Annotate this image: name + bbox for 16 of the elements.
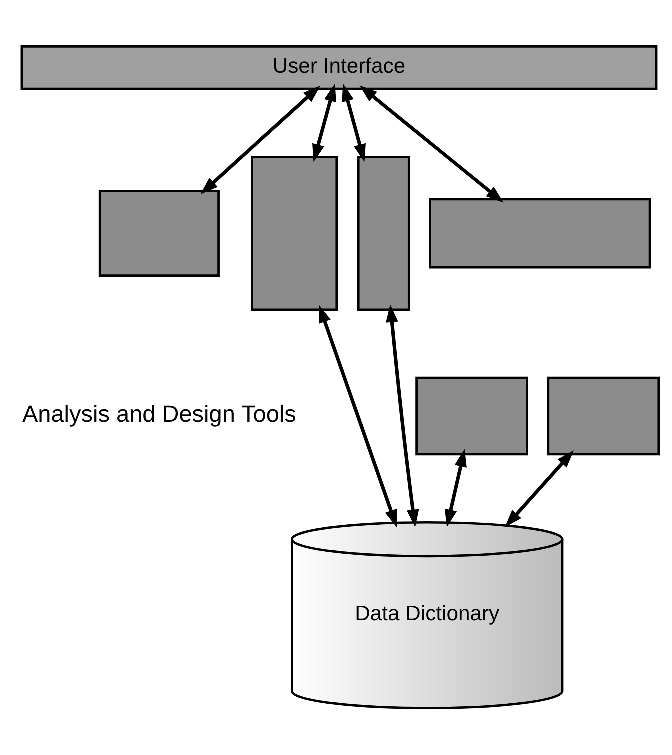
arrow	[386, 304, 420, 528]
arrow	[444, 449, 467, 528]
label: Analysis and Design Tools	[22, 401, 296, 428]
arrow	[312, 84, 336, 162]
node-box	[98, 190, 220, 278]
arrow	[200, 86, 321, 195]
node-box	[357, 156, 410, 312]
arrow	[505, 450, 574, 528]
node-box	[251, 156, 338, 312]
node-box	[416, 376, 528, 456]
arrow	[342, 84, 366, 162]
node-box	[429, 198, 652, 269]
arrow	[360, 86, 504, 203]
node-box	[547, 376, 660, 456]
node-box: User Interface	[20, 46, 658, 90]
arrow	[319, 305, 398, 528]
